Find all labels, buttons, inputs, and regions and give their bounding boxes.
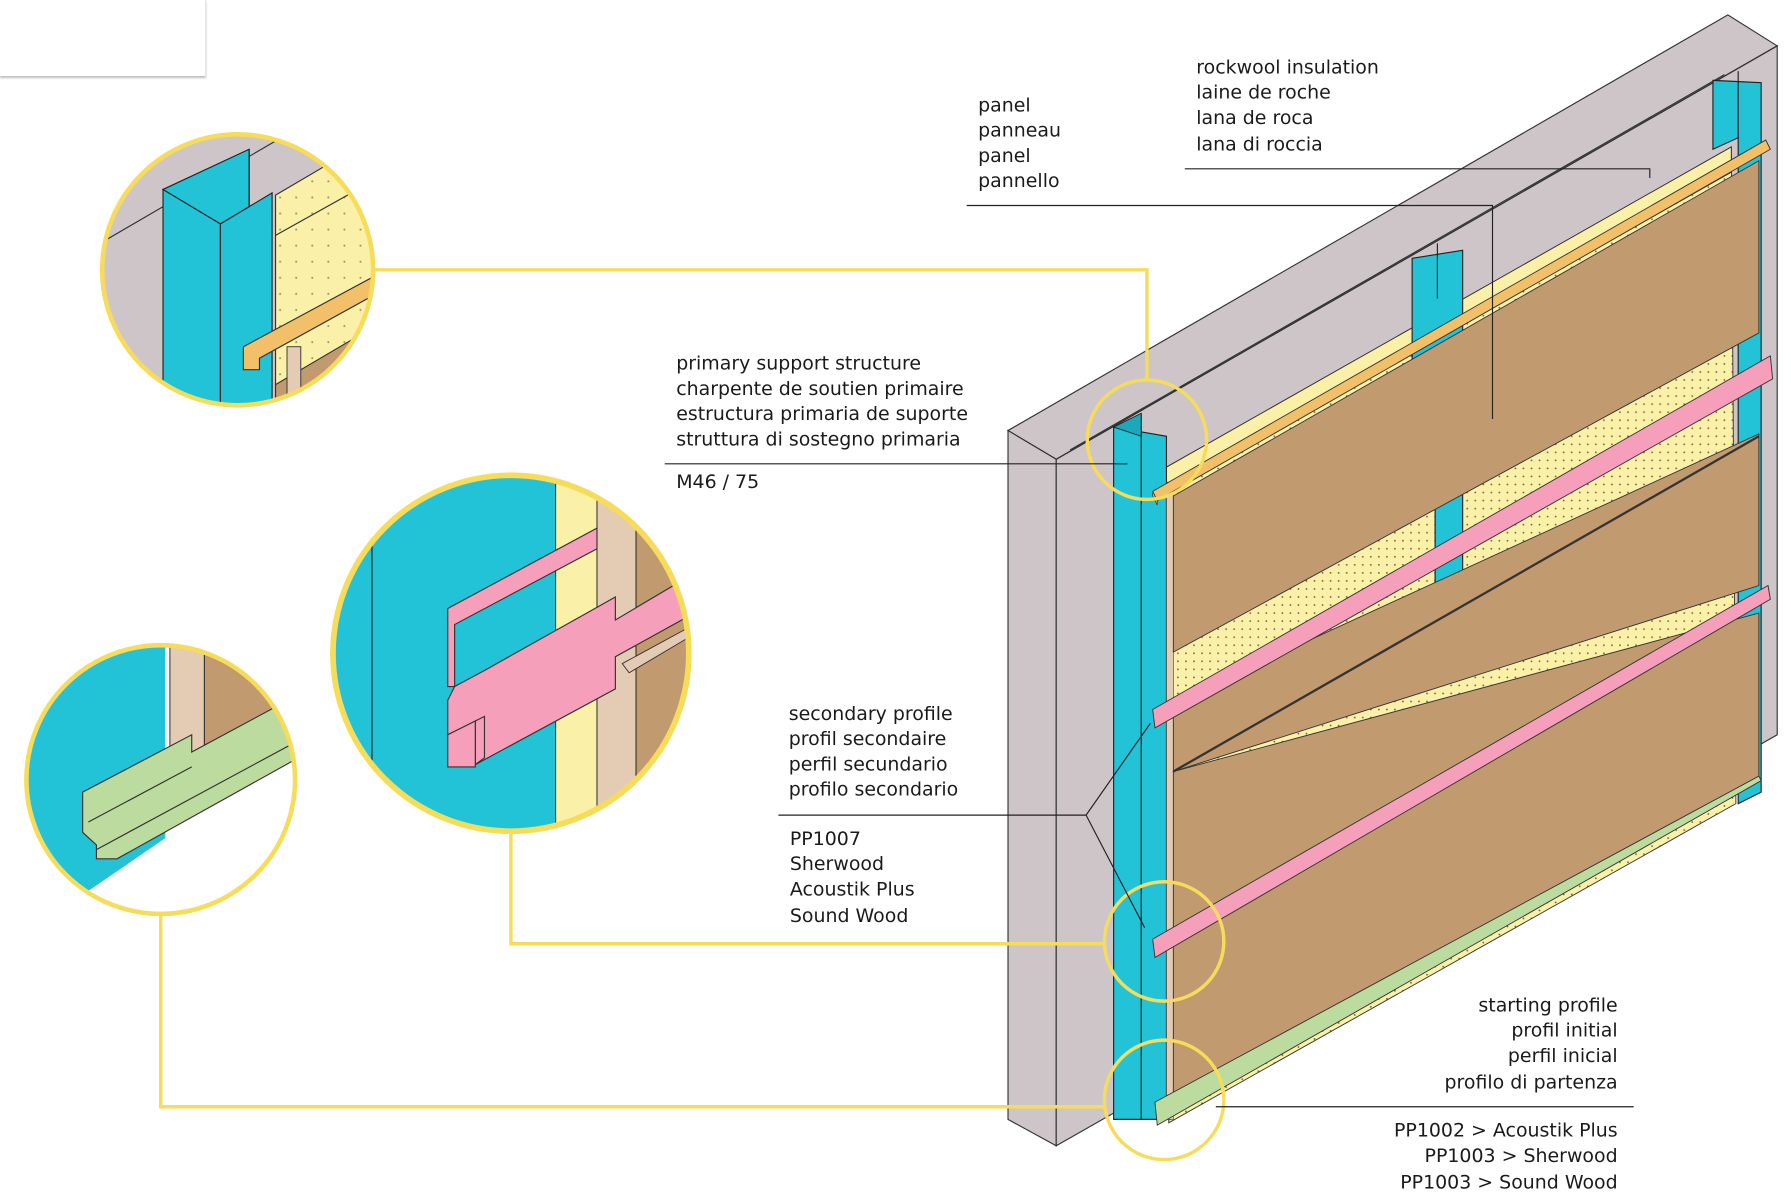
label-starting-code: PP1003 > Sherwood — [1425, 1145, 1618, 1167]
label-rockwool-line: laine de roche — [1196, 82, 1331, 104]
label-secondary-line: profil secondaire — [789, 728, 947, 750]
label-starting-code: PP1002 > Acoustik Plus — [1394, 1120, 1618, 1142]
label-secondary-code: Sherwood — [790, 853, 884, 875]
starting-profile — [1154, 775, 1762, 1126]
label-primary-line: struttura di sostegno primaria — [676, 428, 960, 450]
connector-bottom — [159, 913, 1105, 1109]
label-starting-line: perfil inicial — [1508, 1045, 1618, 1067]
label-secondary-code: PP1007 — [790, 828, 861, 850]
label-rockwool: rockwool insulation laine de roche lana … — [1196, 56, 1379, 155]
label-primary-line: charpente de soutien primaire — [676, 378, 963, 400]
label-secondary-line: profilo secondario — [789, 779, 959, 801]
label-panel-line: panel — [978, 94, 1031, 116]
label-primary-line: estructura primaria de suporte — [676, 403, 968, 425]
label-secondary-code: Sound Wood — [790, 905, 908, 927]
corner-card — [0, 0, 206, 76]
label-panel-line: panneau — [978, 120, 1061, 142]
label-rockwool-line: lana de roca — [1196, 107, 1313, 129]
label-secondary-code: Acoustik Plus — [790, 879, 915, 901]
leader-secondary-2 — [1085, 814, 1146, 928]
label-starting-line: profil initial — [1511, 1020, 1617, 1042]
label-starting: starting profile profil initial perfil i… — [1394, 994, 1618, 1193]
detail-circle-secondary-profile[interactable] — [324, 471, 705, 850]
label-panel: panel panneau panel pannello — [978, 94, 1061, 192]
wall-left-face — [1007, 429, 1057, 1147]
secondary-profile-lower — [1152, 584, 1771, 959]
leader-rockwool — [1184, 168, 1651, 178]
leader-panel — [966, 204, 1494, 420]
connector-top — [373, 268, 1149, 381]
detail-circle-top-profile[interactable] — [94, 126, 393, 427]
label-primary-code: M46 / 75 — [676, 471, 759, 493]
callout-ring-bottom[interactable] — [1102, 1038, 1226, 1162]
panel-edge — [1166, 481, 1174, 1120]
label-panel-line: panel — [978, 145, 1031, 167]
leader-lines — [664, 168, 1651, 1108]
detail-circle-starting-profile[interactable] — [23, 642, 299, 919]
label-secondary-line: perfil secundario — [789, 753, 948, 775]
callout-ring-middle[interactable] — [1102, 880, 1226, 1003]
label-panel-line: pannello — [978, 170, 1059, 192]
stud-left — [1113, 426, 1168, 1120]
label-primary: primary support structure charpente de s… — [676, 353, 968, 493]
label-primary-line: primary support structure — [676, 353, 921, 375]
panel-upper — [1172, 159, 1760, 653]
connector-middle — [509, 831, 1105, 946]
label-starting-code: PP1003 > Sound Wood — [1400, 1171, 1617, 1193]
label-secondary-line: secondary profile — [789, 703, 953, 725]
label-starting-line: starting profile — [1478, 994, 1617, 1016]
label-starting-line: profilo di partenza — [1445, 1071, 1618, 1093]
label-rockwool-line: lana di roccia — [1196, 133, 1322, 155]
label-rockwool-line: rockwool insulation — [1196, 56, 1379, 78]
secondary-profile-upper — [1152, 355, 1774, 729]
label-secondary: secondary profile profil secondaire perf… — [789, 703, 959, 927]
